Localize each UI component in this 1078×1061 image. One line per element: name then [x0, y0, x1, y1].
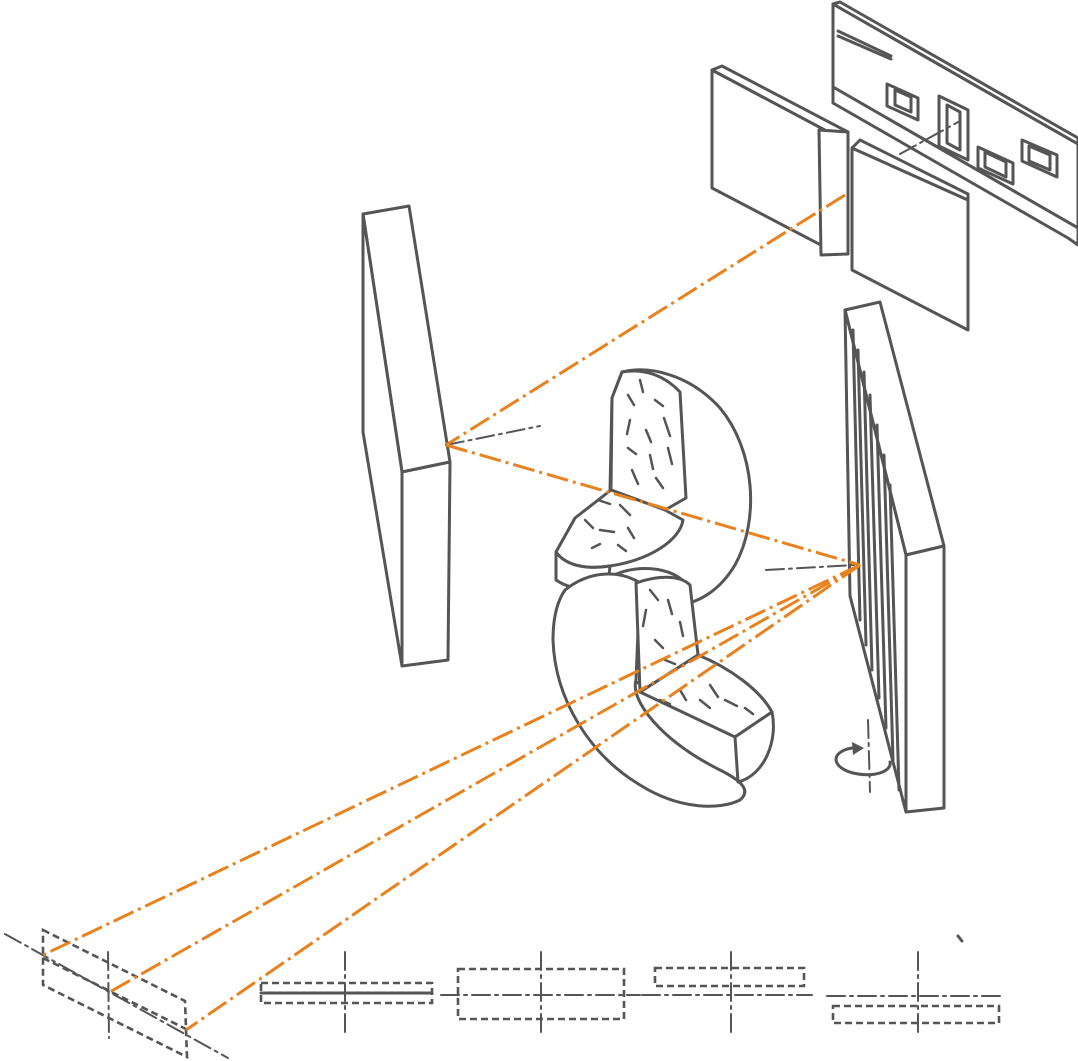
- beam-grating-to-detector-upper: [42, 563, 861, 957]
- prism-or-crystal-element: [551, 368, 775, 808]
- beam-slit-to-mirror: [445, 193, 846, 447]
- collimating-mirror: [361, 204, 541, 668]
- diffraction-grating: [765, 300, 946, 814]
- slit-profile-4: [826, 934, 1006, 1037]
- optical-beams: [42, 193, 861, 1032]
- rotation-arrow-icon: [834, 742, 892, 777]
- focal-plane-detector: [4, 927, 229, 1060]
- slit-profile-2: [440, 951, 641, 1037]
- slit-profile-1: [259, 951, 434, 1037]
- slit-assembly: [710, 64, 970, 332]
- beam-grating-to-detector-middle: [107, 563, 861, 995]
- slit-profile-3: [641, 951, 813, 1037]
- slit-image-profiles: [259, 934, 1006, 1037]
- entrance-slit-plate: [831, 0, 1078, 247]
- beam-grating-to-detector-lower: [185, 563, 861, 1032]
- beam-mirror-to-grating: [445, 443, 861, 567]
